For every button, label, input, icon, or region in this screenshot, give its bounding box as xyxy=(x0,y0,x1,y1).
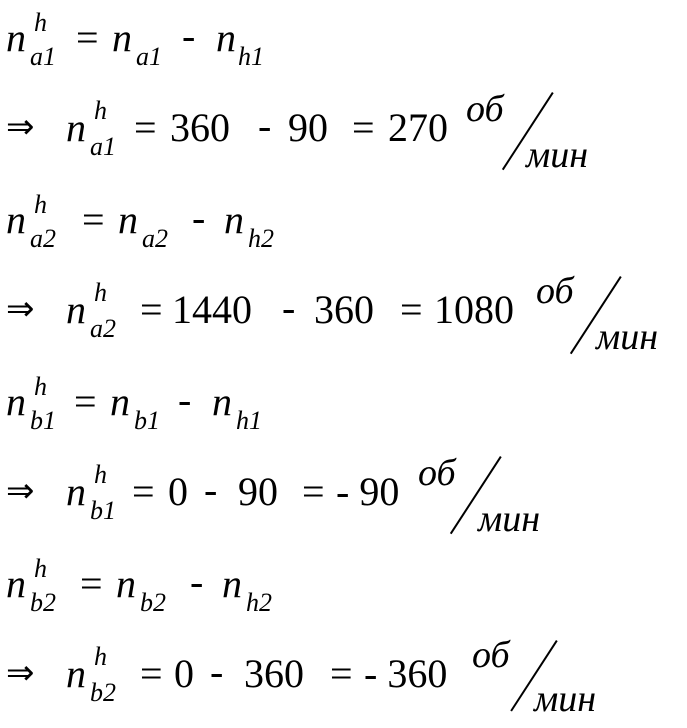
lhs-subscript: a2 xyxy=(30,224,56,253)
minus-sign: - xyxy=(282,285,296,330)
implies-arrow: ⇒ xyxy=(6,289,35,329)
rhs-a-base: n xyxy=(110,379,130,424)
lhs-superscript: h xyxy=(34,8,47,37)
result-value: 270 xyxy=(388,105,448,150)
rhs-b-subscript: h1 xyxy=(236,406,262,435)
unit-denominator: мин xyxy=(478,498,541,540)
lhs-subscript: a1 xyxy=(90,132,116,161)
lhs-superscript: h xyxy=(94,642,107,671)
lhs-superscript: h xyxy=(94,460,107,489)
lhs-superscript: h xyxy=(34,372,47,401)
equals-sign-2: = xyxy=(400,287,423,332)
equals-sign-2: = xyxy=(330,651,353,696)
lhs-base: n xyxy=(66,105,86,150)
rhs-a-base: n xyxy=(118,197,138,242)
minus-sign: - xyxy=(190,559,204,604)
minus-sign: - xyxy=(192,195,206,240)
implies-arrow: ⇒ xyxy=(6,107,35,147)
rhs-b-base: n xyxy=(212,379,232,424)
unit-denominator: мин xyxy=(596,316,659,358)
equals-sign: = xyxy=(80,561,103,606)
lhs-superscript: h xyxy=(94,278,107,307)
result-value: 1080 xyxy=(434,287,514,332)
rhs-a-subscript: b1 xyxy=(134,406,160,435)
lhs-base: n xyxy=(66,469,86,514)
lhs-base: n xyxy=(6,561,26,606)
rhs-a-base: n xyxy=(112,15,132,60)
rhs-a-subscript: a2 xyxy=(142,224,168,253)
unit-numerator: об xyxy=(466,88,504,130)
equals-sign: = xyxy=(140,651,163,696)
minus-sign: - xyxy=(178,377,192,422)
lhs-superscript: h xyxy=(34,554,47,583)
equals-sign: = xyxy=(140,287,163,332)
value-1: 360 xyxy=(170,105,230,150)
lhs-subscript: b1 xyxy=(90,496,116,525)
lhs-base: n xyxy=(6,197,26,242)
value-1: 0 xyxy=(174,651,194,696)
equals-sign: = xyxy=(76,15,99,60)
unit-numerator: об xyxy=(418,452,456,494)
lhs-superscript: h xyxy=(34,190,47,219)
equals-sign: = xyxy=(132,469,155,514)
lhs-base: n xyxy=(6,379,26,424)
rhs-a-base: n xyxy=(116,561,136,606)
implies-arrow: ⇒ xyxy=(6,653,35,693)
lhs-subscript: b2 xyxy=(30,588,56,617)
lhs-base: n xyxy=(66,287,86,332)
rhs-b-subscript: h1 xyxy=(238,42,264,71)
value-2: 90 xyxy=(288,105,328,150)
equals-sign: = xyxy=(82,197,105,242)
rhs-b-subscript: h2 xyxy=(248,224,274,253)
minus-sign: - xyxy=(210,649,224,694)
equals-sign: = xyxy=(74,379,97,424)
value-2: 360 xyxy=(244,651,304,696)
result-value: - 360 xyxy=(364,651,448,696)
equals-sign: = xyxy=(134,105,157,150)
minus-sign: - xyxy=(258,103,272,148)
rhs-a-subscript: a1 xyxy=(136,42,162,71)
rhs-b-base: n xyxy=(224,197,244,242)
equals-sign-2: = xyxy=(352,105,375,150)
lhs-subscript: a1 xyxy=(30,42,56,71)
rhs-b-base: n xyxy=(222,561,242,606)
rhs-a-subscript: b2 xyxy=(140,588,166,617)
rhs-b-base: n xyxy=(216,15,236,60)
rhs-b-subscript: h2 xyxy=(246,588,272,617)
lhs-subscript: b1 xyxy=(30,406,56,435)
unit-numerator: об xyxy=(536,270,574,312)
lhs-base: n xyxy=(6,15,26,60)
implies-arrow: ⇒ xyxy=(6,471,35,511)
minus-sign: - xyxy=(182,13,196,58)
lhs-subscript: b2 xyxy=(90,678,116,707)
result-value: - 90 xyxy=(336,469,400,514)
lhs-base: n xyxy=(66,651,86,696)
value-1: 1440 xyxy=(172,287,252,332)
lhs-subscript: a2 xyxy=(90,314,116,343)
unit-numerator: об xyxy=(472,634,510,676)
value-2: 90 xyxy=(238,469,278,514)
value-2: 360 xyxy=(314,287,374,332)
minus-sign: - xyxy=(204,467,218,512)
unit-denominator: мин xyxy=(534,678,597,720)
value-1: 0 xyxy=(168,469,188,514)
lhs-superscript: h xyxy=(94,96,107,125)
unit-denominator: мин xyxy=(526,134,589,176)
equals-sign-2: = xyxy=(302,469,325,514)
